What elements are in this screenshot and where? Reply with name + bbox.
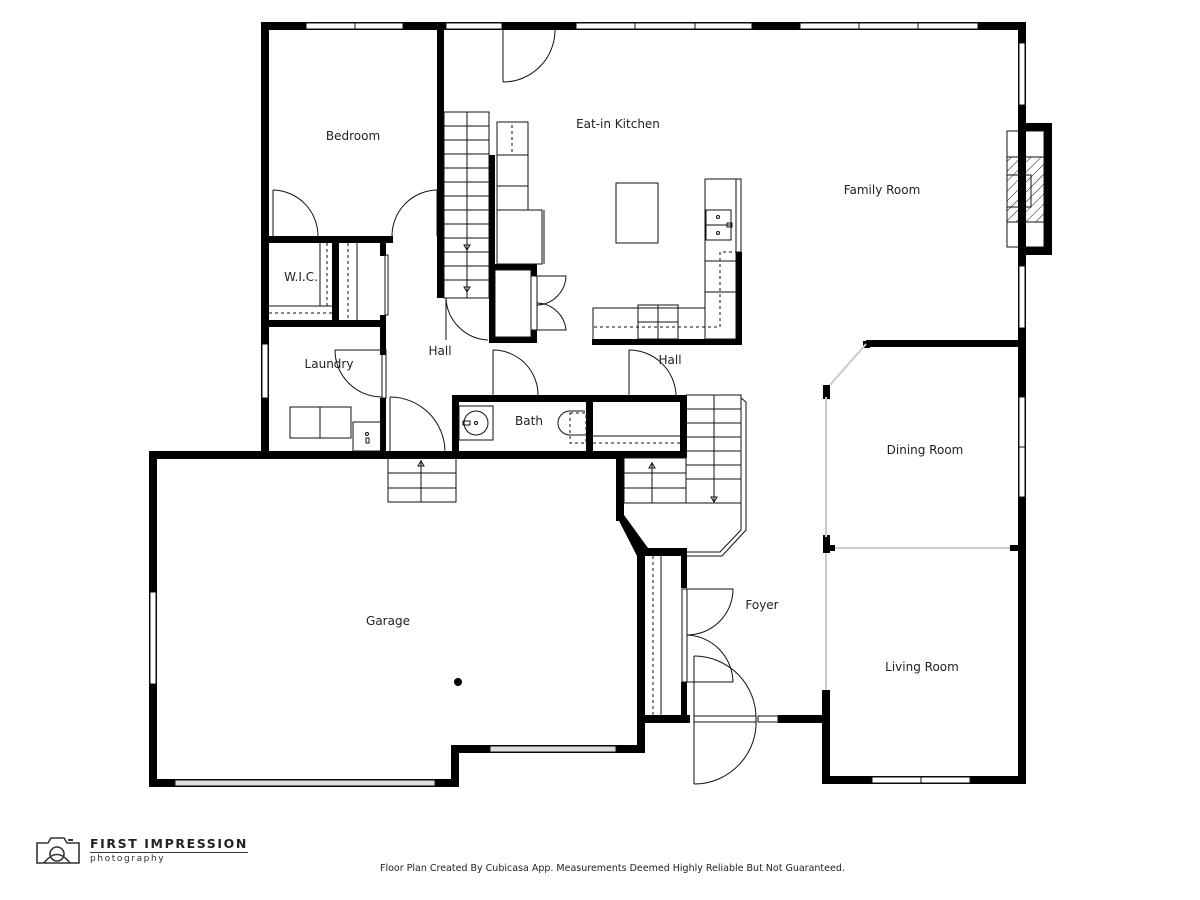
room-label-garage: Garage	[366, 614, 410, 628]
windows	[149, 22, 1026, 787]
room-label-living-room: Living Room	[885, 660, 959, 674]
camera-icon	[36, 837, 80, 864]
fixtures	[269, 121, 1045, 715]
interior-walls	[261, 22, 1026, 722]
brand-logo: FIRST IMPRESSION photography	[34, 834, 248, 866]
room-label-wic: W.I.C.	[284, 270, 318, 284]
room-label-dining-room: Dining Room	[886, 443, 964, 457]
brand-tagline: photography	[90, 854, 166, 864]
stairs	[387, 111, 747, 557]
room-label-hall-east: Hall	[658, 353, 682, 367]
footer-disclaimer: Floor Plan Created By Cubicasa App. Meas…	[380, 863, 845, 874]
brand-name: FIRST IMPRESSION	[90, 836, 248, 853]
room-label-eat-in-kitchen: Eat-in Kitchen	[576, 117, 660, 131]
room-label-hall-west: Hall	[428, 344, 452, 358]
room-label-foyer: Foyer	[745, 598, 779, 612]
doors	[272, 29, 757, 785]
room-label-bedroom: Bedroom	[325, 129, 381, 143]
room-label-family-room: Family Room	[843, 183, 921, 197]
openings	[825, 343, 1010, 690]
room-label-bath: Bath	[515, 414, 543, 428]
room-label-laundry: Laundry	[304, 357, 354, 371]
